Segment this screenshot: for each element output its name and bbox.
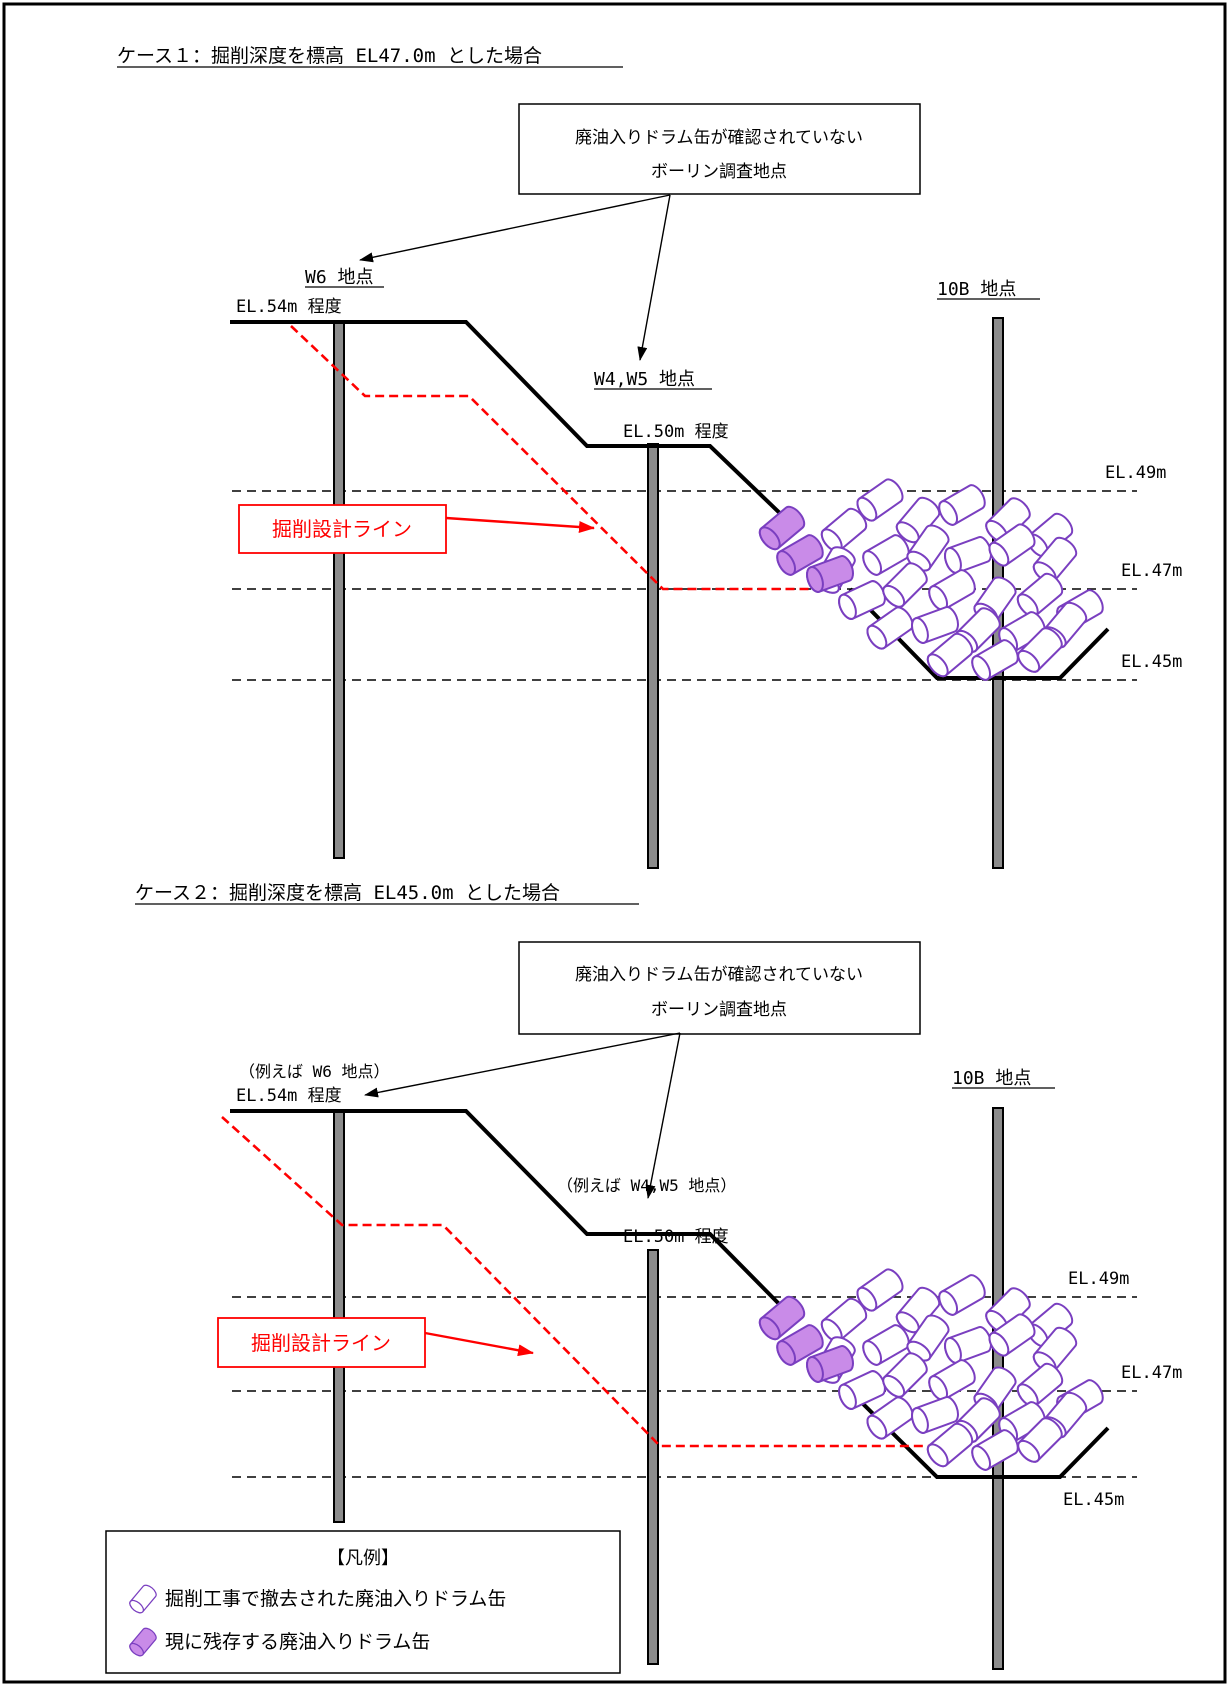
case2-label-w4w5-example: （例えば W4,W5 地点）: [557, 1176, 736, 1195]
case1-ground-profile: [230, 320, 790, 523]
case2-callout-line2: ボーリン調査地点: [651, 1000, 787, 1020]
case1-title: ケース１：掘削深度を標高 EL47.0m とした場合: [117, 45, 542, 67]
case2-el47-label: EL.47m: [1121, 1363, 1182, 1383]
case2-label-10b: 10B 地点: [952, 1068, 1031, 1089]
case1-el47-label: EL.47m: [1121, 561, 1182, 581]
case1-label-w4w5: W4,W5 地点: [594, 369, 695, 390]
case1-el49-label: EL.49m: [1105, 463, 1166, 483]
case2-section: ケース２：掘削深度を標高 EL45.0m とした場合 廃油入りドラム缶が確認され…: [135, 882, 1182, 1670]
legend-title: 【凡例】: [327, 1548, 399, 1569]
removed-drum: [971, 639, 1019, 681]
case1-callout-arrow-w6: [359, 194, 671, 263]
removed-drum: [944, 536, 992, 574]
legend-removed-label: 掘削工事で撤去された廃油入りドラム缶: [165, 1588, 506, 1610]
removed-drum: [856, 1268, 904, 1312]
case2-ground-profile: [230, 1109, 790, 1315]
case2-label-el54: EL.54m 程度: [236, 1086, 342, 1106]
removed-drum: [906, 1314, 950, 1362]
remaining-drum: [776, 534, 824, 576]
case1-callout-line1: 廃油入りドラム缶が確認されていない: [575, 128, 863, 148]
removed-drum: [926, 632, 974, 678]
removed-drum: [866, 1396, 914, 1440]
removed-drum: [988, 523, 1036, 567]
remaining-drum-icon: [129, 1627, 157, 1657]
case1-borehole-w6: [333, 321, 345, 859]
case1-callout-box: [518, 103, 921, 195]
case1-section: ケース１：掘削深度を標高 EL47.0m とした場合 廃油入りドラム缶が確認され…: [117, 45, 1182, 869]
removed-drum: [928, 569, 976, 611]
case1-design-line-box: [238, 504, 447, 554]
removed-drum-icon: [129, 1584, 157, 1614]
removed-drum: [882, 1352, 928, 1398]
case1-label-w6: W6 地点: [305, 267, 374, 288]
case2-design-line-label: 掘削設計ライン: [251, 1331, 391, 1355]
removed-drum: [911, 606, 959, 644]
case2-pit-profile: [848, 1389, 1110, 1479]
legend: 【凡例】 掘削工事で撤去された廃油入りドラム缶 現に残存する廃油入りドラム缶: [105, 1530, 621, 1674]
case2-el45-label: EL.45m: [1063, 1490, 1124, 1510]
remaining-drum: [776, 1324, 824, 1366]
removed-drum: [838, 1370, 886, 1410]
remaining-drum: [806, 1345, 854, 1383]
removed-drum: [838, 580, 886, 620]
removed-drum: [862, 534, 910, 576]
case1-design-line-label: 掘削設計ライン: [272, 517, 412, 541]
removed-drum: [938, 1274, 986, 1316]
remaining-drum: [806, 555, 854, 593]
case2-design-line-box: [217, 1317, 426, 1368]
removed-drum: [911, 1396, 959, 1434]
removed-drum: [820, 1297, 868, 1343]
case2-borehole-w6: [333, 1109, 345, 1523]
removed-drum: [895, 496, 941, 544]
removed-drum: [856, 478, 904, 522]
case2-design-line-arrow: [424, 1331, 534, 1357]
removed-drum: [1016, 572, 1064, 618]
case2-borehole-w4w5: [647, 1249, 659, 1665]
case2-callout-arrow-w6: [364, 1032, 681, 1098]
case1-label-el50: EL.50m 程度: [623, 422, 729, 442]
case2-design-line: [221, 1116, 930, 1448]
case1-design-line-arrow: [445, 516, 595, 533]
removed-drum: [971, 1429, 1019, 1471]
case2-title: ケース２：掘削深度を標高 EL45.0m とした場合: [135, 882, 560, 904]
removed-drum: [926, 1422, 974, 1468]
case1-callout-line2: ボーリン調査地点: [651, 162, 787, 182]
removed-drum: [944, 1326, 992, 1364]
case1-drum-cluster: [758, 478, 1104, 681]
case1-label-10b: 10B 地点: [937, 279, 1016, 300]
removed-drum: [866, 606, 914, 650]
removed-drum: [1017, 1417, 1063, 1463]
removed-drum: [938, 484, 986, 526]
remaining-drum: [758, 1295, 806, 1341]
removed-drum: [820, 507, 868, 553]
legend-remaining-label: 現に残存する廃油入りドラム缶: [165, 1631, 430, 1653]
case2-drum-cluster: [758, 1268, 1104, 1471]
removed-drum: [1017, 627, 1063, 673]
case1-label-el54: EL.54m 程度: [236, 297, 342, 317]
case1-el45-label: EL.45m: [1121, 652, 1182, 672]
removed-drum: [1016, 1362, 1064, 1408]
remaining-drum: [758, 505, 806, 551]
case2-callout-line1: 廃油入りドラム缶が確認されていない: [575, 965, 863, 985]
case2-callout-arrow-w4w5: [645, 1032, 681, 1199]
case2-el49-label: EL.49m: [1068, 1269, 1129, 1289]
remaining-drum-icon: [129, 1627, 157, 1657]
case1-callout-arrow-w4w5: [637, 194, 671, 361]
removed-drum: [862, 1324, 910, 1366]
case2-callout-box: [518, 941, 921, 1035]
case1-borehole-w4w5: [647, 443, 659, 869]
case2-label-w6-example: （例えば W6 地点）: [239, 1062, 390, 1081]
removed-drum-icon: [129, 1584, 157, 1614]
removed-drum: [988, 1313, 1036, 1357]
legend-box: [105, 1530, 621, 1674]
removed-drum: [882, 562, 928, 608]
removed-drum: [928, 1359, 976, 1401]
